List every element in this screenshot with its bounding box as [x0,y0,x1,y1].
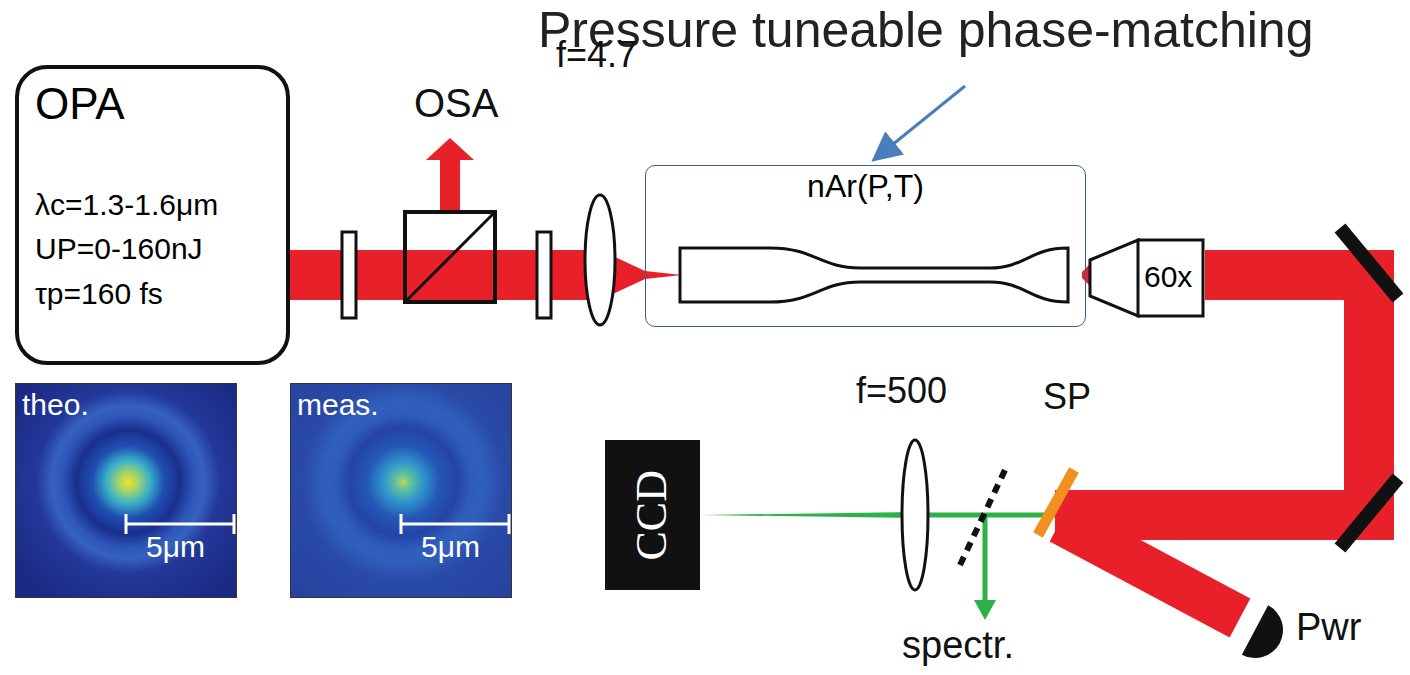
component-label: Pwr [1296,606,1361,650]
focal-length: f=4.7 [556,34,637,75]
mirror [1340,228,1398,298]
node-title: 60x [1144,260,1192,295]
node-text: UP=0-160nJ [35,232,270,267]
power-detector [1242,605,1293,668]
polarizer-diagonal [405,212,495,302]
node-title: CCD [627,470,678,560]
node-title: OPA [35,79,270,130]
component-label: OSA [414,80,498,126]
waveplate [537,232,551,318]
polarizer-cube [405,212,495,302]
component-label: SP [1043,376,1091,417]
laser-beam [700,275,1369,535]
node-text: 5μm [421,530,480,565]
component-label: spectr. [902,624,1014,668]
waveplate [342,232,356,318]
focal-length: f=500 [856,370,947,411]
pickoff-arrowhead [426,138,474,160]
node-text: λc=1.3-1.6μm [35,188,270,223]
spectrometer-arrowhead [974,600,996,620]
node-text: τp=160 fs [35,277,270,312]
power-beam [1060,522,1240,618]
node-title: theo. [22,388,89,423]
flip-mirror [960,470,1005,565]
node-text: 5μm [146,530,205,565]
opa-source-box: OPA λc=1.3-1.6μmUP=0-160nJ τp=160 fs [15,65,290,365]
node-title: nAr(P,T) [646,168,1085,205]
mirror [1340,478,1398,548]
gas-cell: nAr(P,T) [645,165,1086,327]
mode-image-measured: meas. 5μm [290,383,512,598]
lens [585,195,615,325]
spectrometer-beam [983,515,988,602]
ccd-camera: CCD [605,440,700,590]
node-title: meas. [297,388,379,423]
pickoff-beam [440,158,460,210]
objective-lens: 60x [1088,236,1205,320]
leader-arrow [876,86,965,158]
mode-image-theory: theo. 5μm [15,383,237,598]
tapered-fiber [680,248,1068,302]
lens [902,440,928,590]
title-note: Pressure tuneable phase-matching [538,2,1313,60]
focus-beam [645,271,682,279]
